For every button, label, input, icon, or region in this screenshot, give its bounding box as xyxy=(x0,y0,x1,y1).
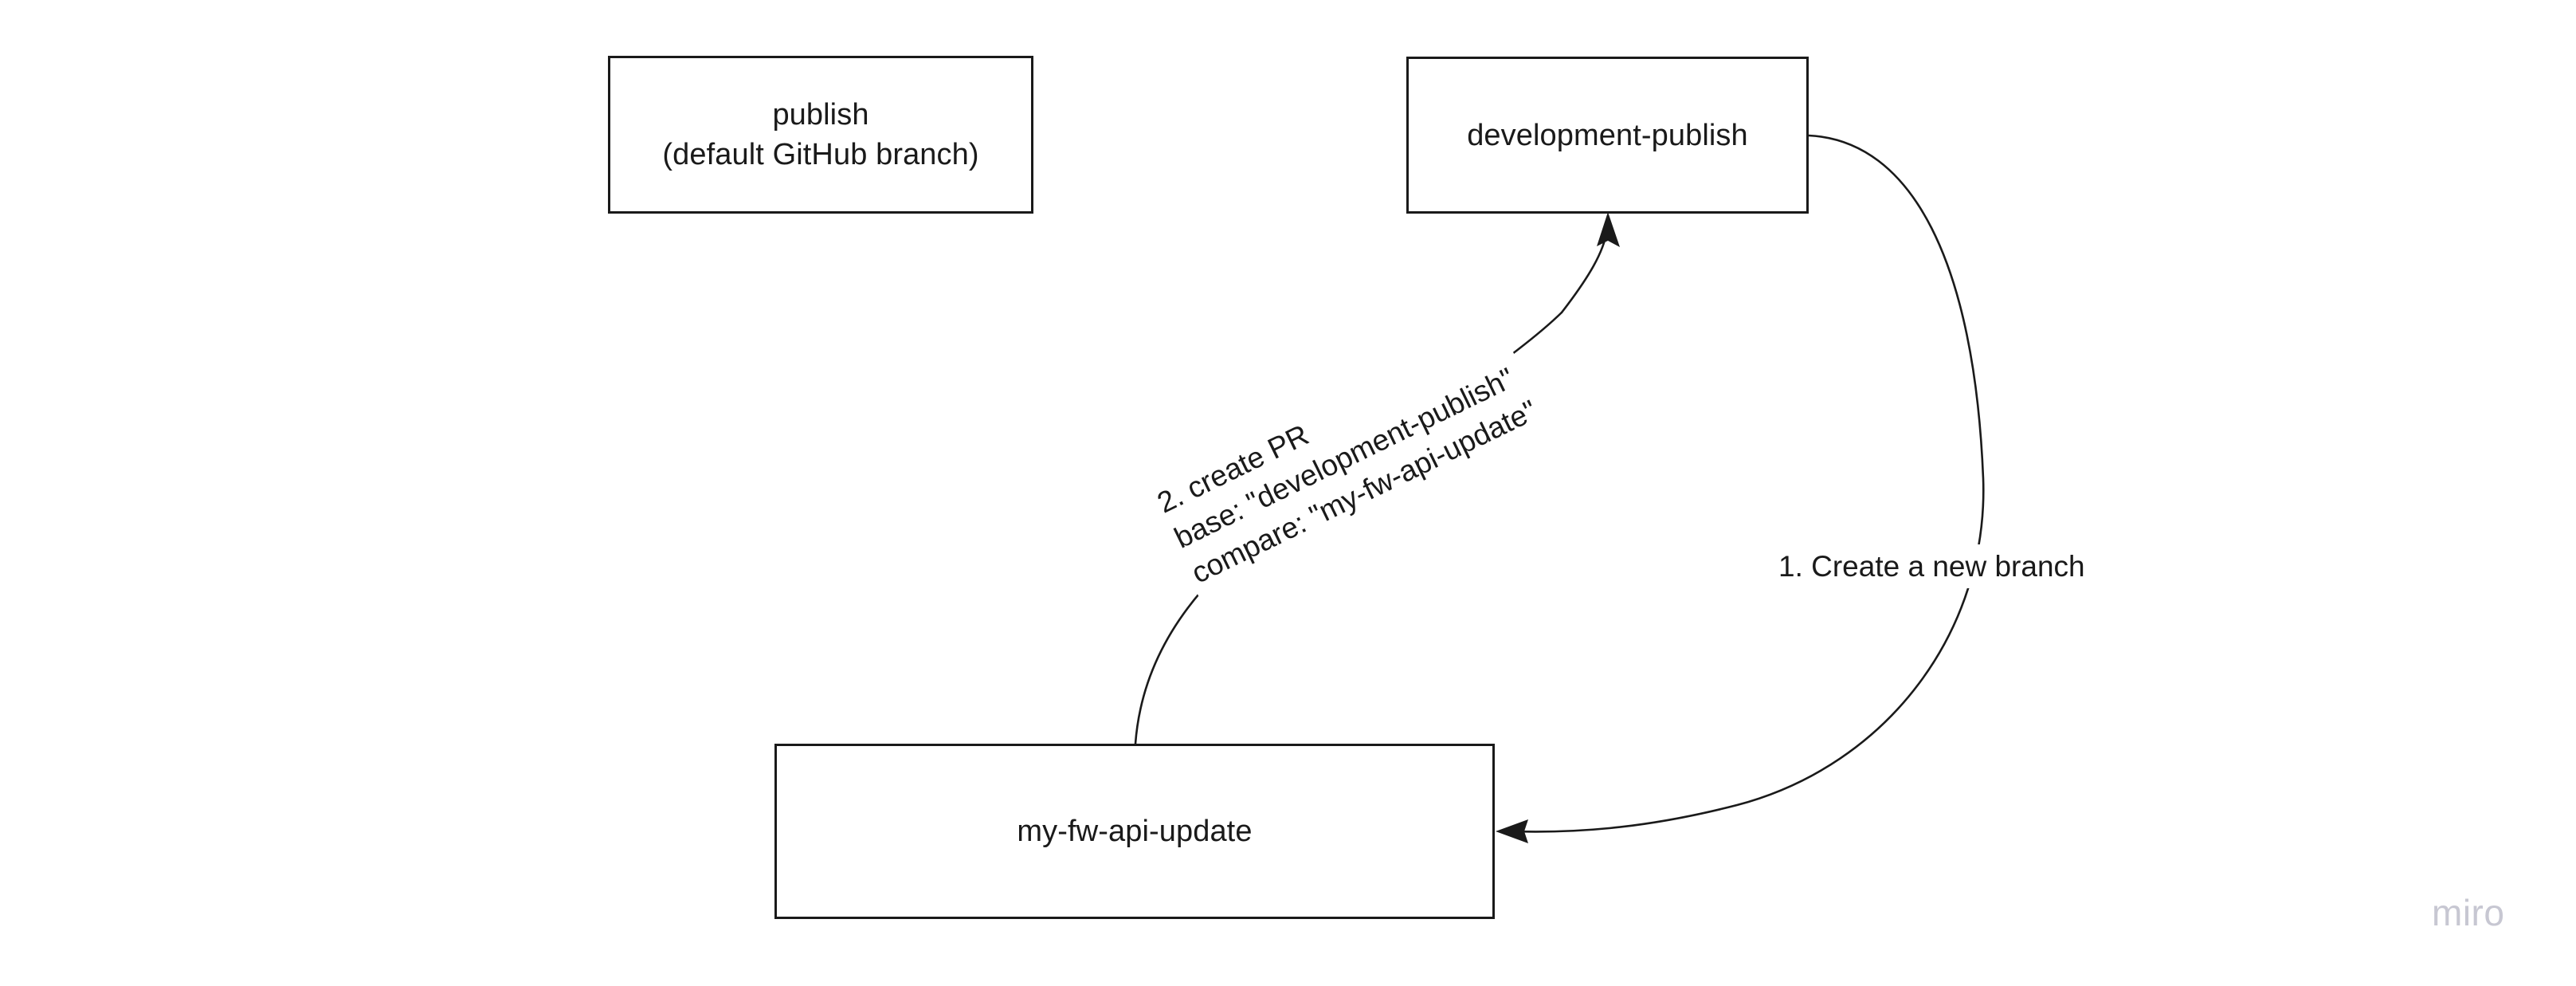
edge-label-create-branch[interactable]: 1. Create a new branch xyxy=(1770,544,2093,588)
edge-create-pr-arrowhead xyxy=(1597,212,1620,247)
edge-create-branch-path xyxy=(1511,134,1985,833)
miro-watermark: miro xyxy=(2432,892,2505,933)
node-publish-label: publish (default GitHub branch) xyxy=(662,98,979,171)
node-my-fw-api-update[interactable]: my-fw-api-update xyxy=(774,744,1495,919)
node-development-publish-label: development-publish xyxy=(1467,118,1748,152)
node-my-fw-api-update-label: my-fw-api-update xyxy=(1017,815,1253,848)
edge-create-branch-arrowhead xyxy=(1496,819,1528,843)
edge-create-branch[interactable] xyxy=(1496,134,1985,843)
node-publish[interactable]: publish (default GitHub branch) xyxy=(608,56,1033,214)
node-development-publish[interactable]: development-publish xyxy=(1406,57,1809,214)
